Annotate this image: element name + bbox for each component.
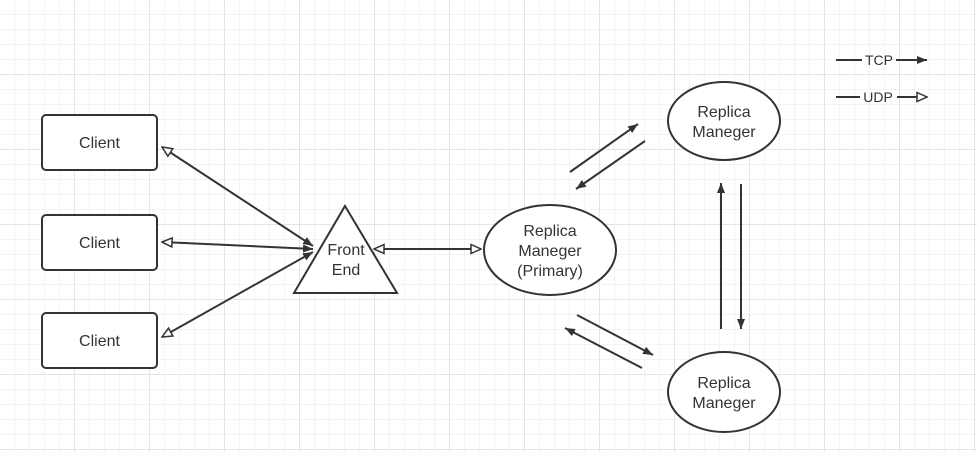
edge-replica-top-to-primary xyxy=(575,140,646,190)
replica-bottom-label-line2: Maneger xyxy=(692,395,756,412)
client-label: Client xyxy=(79,235,120,252)
edge-client2-frontend xyxy=(162,242,314,249)
primary-label-line1: Replica xyxy=(523,223,576,240)
legend: TCP UDP xyxy=(836,52,927,105)
edge-client1-frontend xyxy=(162,147,314,247)
front-end-node[interactable]: Front End xyxy=(292,204,399,294)
replica-manager-bottom-node[interactable]: Replica Maneger xyxy=(667,351,781,433)
front-end-label-line1: Front xyxy=(327,242,365,259)
replica-bottom-label-line1: Replica xyxy=(697,375,750,392)
client-node-2[interactable]: Client xyxy=(41,214,158,271)
edge-primary-to-replica-bottom xyxy=(576,314,654,356)
primary-label-line2: Maneger xyxy=(518,243,582,260)
replica-top-label-line2: Maneger xyxy=(692,124,756,141)
legend-udp-label: UDP xyxy=(863,89,893,105)
replica-top-label-line1: Replica xyxy=(697,104,750,121)
client-node-1[interactable]: Client xyxy=(41,114,158,171)
client-label: Client xyxy=(79,333,120,350)
replica-manager-primary-node[interactable]: Replica Maneger (Primary) xyxy=(483,204,617,296)
front-end-label-line2: End xyxy=(332,262,360,279)
edge-client3-frontend xyxy=(162,251,314,337)
client-label: Client xyxy=(79,135,120,152)
legend-tcp-label: TCP xyxy=(865,52,893,68)
edge-primary-to-replica-top xyxy=(569,123,639,173)
primary-label-line3: (Primary) xyxy=(517,263,583,280)
edge-replica-bottom-to-primary xyxy=(564,327,643,369)
client-node-3[interactable]: Client xyxy=(41,312,158,369)
replica-manager-top-node[interactable]: Replica Maneger xyxy=(667,81,781,161)
